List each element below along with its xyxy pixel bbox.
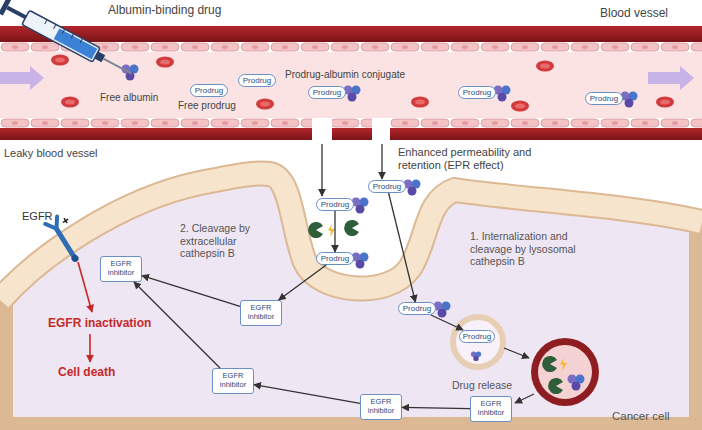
transport-arrow — [504, 348, 534, 403]
inhibitor-box: EGFR inhibitor — [470, 396, 512, 422]
prodrug-pill: Prodrug — [398, 302, 436, 315]
lysosome — [531, 338, 599, 406]
text-label: Free prodrug — [178, 100, 248, 112]
prodrug-pill: Prodrug — [316, 198, 354, 211]
arrow-connector — [334, 211, 335, 252]
node-text: EGFR inhibitor — [215, 372, 251, 389]
node-text: Prodrug — [590, 95, 618, 103]
arrow-connector — [402, 407, 470, 408]
text-label: EGFR — [22, 210, 62, 223]
prodrug-pill: Prodrug — [458, 86, 496, 99]
node-text: Prodrug — [373, 183, 401, 191]
node-text: EGFR inhibitor — [243, 304, 279, 321]
endosome — [453, 317, 503, 367]
prodrug-pill: Prodrug — [459, 330, 495, 343]
text-label: Cancer cell — [612, 410, 700, 424]
blood-vessel — [0, 26, 702, 140]
text-label: Free albumin — [100, 92, 180, 104]
arrow-connector — [142, 276, 240, 307]
node-text: Prodrug — [195, 87, 223, 95]
inhibitor-box: EGFR inhibitor — [100, 256, 142, 282]
arrow-connector — [279, 265, 327, 300]
arrow-connector — [431, 315, 463, 330]
red-blood-cells — [51, 55, 674, 112]
cancer-cell — [0, 173, 702, 430]
albumin — [122, 65, 638, 318]
text-label: 2. Cleavage by extracellular cathepsin B — [180, 222, 280, 260]
node-text: Prodrug — [463, 333, 491, 341]
prodrug-pill: Prodrug — [308, 86, 346, 99]
node-text: EGFR inhibitor — [473, 400, 509, 417]
text-label: Albumin-binding drug — [108, 3, 258, 17]
node-text: EGFR inhibitor — [363, 398, 399, 415]
prodrug-pill: Prodrug — [190, 84, 228, 97]
prodrug-pill: Prodrug — [368, 180, 406, 193]
prodrug-pill: Prodrug — [585, 92, 623, 105]
prodrug-pill: Prodrug — [238, 74, 276, 87]
node-text: Prodrug — [403, 305, 431, 313]
cathepsin-b — [308, 220, 359, 238]
text-label: Drug release — [452, 379, 532, 392]
text-label: Blood vessel — [600, 6, 700, 20]
text-label: Leaky blood vessel — [4, 147, 144, 160]
arrow-connector — [254, 385, 360, 404]
arrow-connector — [389, 193, 416, 302]
text-label: 1. Internalization and cleavage by lysos… — [470, 230, 592, 268]
text-label: Cell death — [58, 365, 148, 379]
prodrug-pill: Prodrug — [316, 252, 354, 265]
arrow-connector — [134, 282, 220, 368]
node-text: Prodrug — [463, 89, 491, 97]
text-label: Prodrug-albumin conjugate — [285, 69, 425, 81]
node-text: Prodrug — [321, 255, 349, 263]
node-text: Prodrug — [321, 201, 349, 209]
text-label: EGFR inactivation — [48, 316, 178, 330]
node-text: Prodrug — [313, 89, 341, 97]
text-label: Enhanced permeability and retention (EPR… — [398, 146, 573, 172]
outcome-arrow — [78, 262, 92, 362]
inhibitor-box: EGFR inhibitor — [240, 300, 282, 326]
inhibitor-box: EGFR inhibitor — [360, 394, 402, 420]
node-text: EGFR inhibitor — [103, 260, 139, 277]
inhibitor-box: EGFR inhibitor — [212, 368, 254, 394]
node-text: Prodrug — [243, 77, 271, 85]
